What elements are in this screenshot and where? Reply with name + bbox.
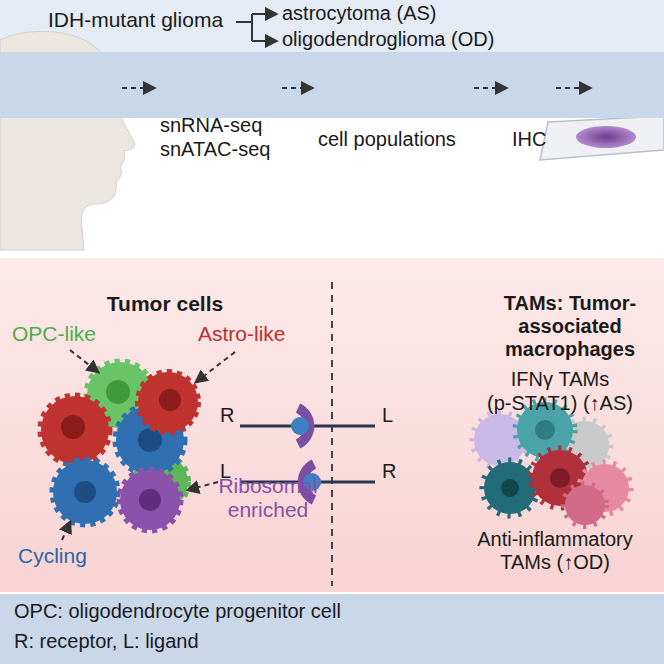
- label: Cycling: [18, 544, 87, 568]
- band-text: OPC: oligodendrocyte progenitor cell: [14, 600, 341, 623]
- label: R: [220, 404, 234, 427]
- label: R: [382, 460, 396, 483]
- leader-arrow: [62, 350, 235, 540]
- main-panel: [0, 258, 664, 592]
- macrophage-cluster: [474, 402, 629, 525]
- label: L: [220, 460, 231, 483]
- label: Astro-like: [198, 322, 286, 346]
- band-text: snATAC-seq: [160, 138, 270, 161]
- band-text: R: receptor, L: ligand: [14, 630, 199, 653]
- tumor-spot: [64, 61, 92, 79]
- label: TAMs: Tumor-associated macrophages: [495, 292, 645, 361]
- head-silhouette: [0, 31, 135, 250]
- label: OPC-like: [12, 322, 96, 346]
- band: OPC: oligodendrocyte progenitor cell R: r…: [0, 594, 664, 664]
- method-band-ground: [0, 52, 664, 118]
- band-text: snRNA-seq: [160, 114, 262, 137]
- band: snRNA-seqsnATAC-seq cell populations IHC: [0, 52, 664, 165]
- label: (p-STAT1) (↑AS): [460, 392, 660, 415]
- footer-band-ground: [0, 594, 664, 664]
- label: Anti-inflammatory TAMs (↑OD): [455, 528, 655, 574]
- divider: [331, 282, 333, 586]
- band-text: IHC: [512, 128, 546, 151]
- label: oligodendroglioma (OD): [282, 28, 494, 51]
- label: Tumor cells: [65, 292, 265, 316]
- label: L: [382, 404, 393, 427]
- flow-arrow: [122, 87, 590, 89]
- top-band: [0, 0, 664, 52]
- label: IFNγ TAMs: [460, 368, 660, 391]
- split-arrow: [236, 14, 276, 41]
- label: astrocytoma (AS): [282, 2, 436, 25]
- tumor-cell-cluster: [41, 362, 198, 530]
- band-text: cell populations: [318, 128, 456, 151]
- label: IDH-mutant glioma: [48, 8, 223, 32]
- ihc-slide: [540, 116, 664, 160]
